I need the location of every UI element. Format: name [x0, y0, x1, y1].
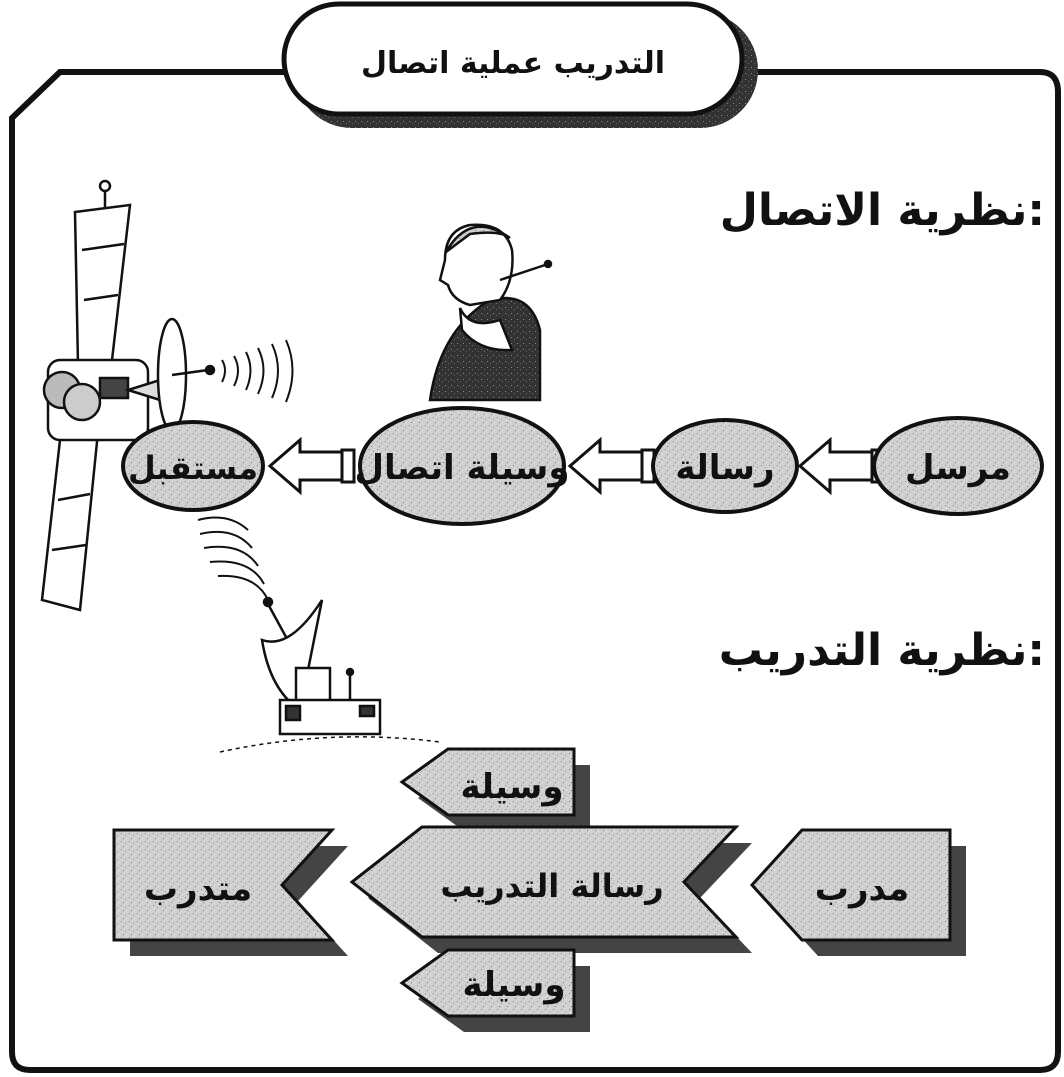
node-message-label: رسالة — [675, 448, 774, 488]
trainer-shape: مدرب — [749, 828, 966, 956]
trainer-label: مدرب — [815, 869, 909, 909]
node-channel: وسيلة اتصال — [355, 406, 570, 526]
node-channel-label: وسيلة اتصال — [355, 448, 570, 488]
title-banner: التدريب عملية اتصال — [281, 1, 758, 128]
training-theory-heading: نظرية التدريب: — [719, 625, 1045, 676]
means-top-label: وسيلة — [461, 767, 564, 807]
frame-title: التدريب عملية اتصال — [361, 46, 665, 81]
main-frame — [9, 69, 1061, 1073]
satellite-dish-icon — [219, 596, 441, 753]
communication-flow: مرسل رسالة وسيلة اتصال مستقبل — [121, 406, 1044, 526]
means-bottom-label: وسيلة — [463, 965, 566, 1005]
means-bottom-shape: وسيلة — [399, 948, 590, 1032]
training-flow: وسيلة متدرب رسالة التدريب مدرب وسيلة — [112, 747, 966, 1032]
training-message-shape: رسالة التدريب — [349, 825, 752, 953]
node-receiver: مستقبل — [121, 420, 265, 512]
flow-arrow — [267, 436, 356, 496]
thinking-man-icon — [428, 223, 553, 402]
trainee-label: متدرب — [144, 869, 252, 909]
trainee-shape: متدرب — [112, 828, 348, 956]
node-sender-label: مرسل — [905, 448, 1011, 488]
radio-waves — [197, 516, 269, 601]
communication-theory-heading: نظرية الاتصال: — [720, 185, 1045, 236]
node-receiver-label: مستقبل — [128, 449, 258, 487]
flow-arrow — [797, 436, 886, 496]
satellite-icon — [40, 179, 294, 612]
training-message-label: رسالة التدريب — [440, 867, 663, 905]
node-sender: مرسل — [872, 416, 1044, 516]
flow-arrow — [567, 436, 656, 496]
means-top-shape: وسيلة — [399, 747, 590, 831]
node-message: رسالة — [651, 418, 799, 514]
